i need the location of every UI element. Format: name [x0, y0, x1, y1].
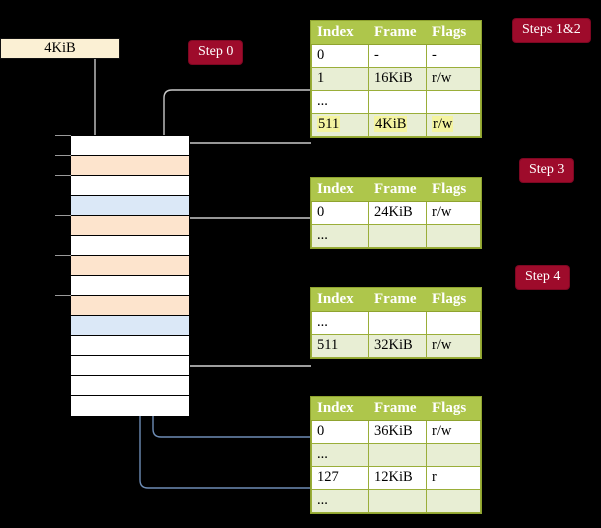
table-row: ... [311, 90, 481, 114]
virtual-page-label: 4KiB [44, 40, 76, 56]
memory-frame-row [71, 316, 189, 336]
highlighted-value: r/w [432, 116, 454, 132]
table-cell-flags [426, 443, 481, 467]
table-header-index: Index [311, 178, 369, 202]
wire-511-to-mem [174, 142, 311, 156]
table-cell-flags: r/w [426, 113, 481, 137]
memory-frame-row [71, 196, 189, 216]
table-cell-frame [368, 311, 427, 335]
table-cell-frame [368, 90, 427, 114]
table-cell-index: 511 [311, 113, 369, 137]
memory-frame-row [71, 336, 189, 356]
table-cell-index: 0 [311, 201, 369, 225]
table-row: ... [311, 311, 481, 335]
memory-frame-row [71, 256, 189, 276]
table-cell-index: 0 [311, 44, 369, 68]
table-cell-frame: 16KiB [368, 67, 427, 91]
highlighted-value: 511 [317, 116, 341, 132]
memory-frame-row [71, 296, 189, 316]
table-cell-index: ... [311, 224, 369, 248]
physical-memory-column [70, 135, 190, 416]
table-header-flags: Flags [426, 178, 481, 202]
table-cell-index: ... [311, 443, 369, 467]
table-header-flags: Flags [426, 21, 481, 45]
table-cell-frame: 32KiB [368, 334, 427, 358]
table-cell-flags: r/w [426, 67, 481, 91]
table-row: ... [311, 443, 481, 467]
table-cell-index: ... [311, 489, 369, 513]
memory-row-tick [55, 215, 71, 216]
table-cell-index: 1 [311, 67, 369, 91]
table-cell-frame: - [368, 44, 427, 68]
table-cell-flags [426, 489, 481, 513]
memory-frame-row [71, 216, 189, 236]
table-cell-frame [368, 489, 427, 513]
virtual-page-box: 4KiB [0, 38, 120, 59]
wire-step3 [174, 217, 311, 256]
step-badge-steps12: Steps 1&2 [513, 19, 590, 42]
table-cell-flags [426, 90, 481, 114]
table-cell-frame: 24KiB [368, 201, 427, 225]
memory-frame-row [71, 136, 189, 156]
table-cell-frame: 12KiB [368, 466, 427, 490]
memory-row-tick [55, 135, 71, 136]
memory-frame-row [71, 236, 189, 256]
table-cell-flags [426, 311, 481, 335]
memory-frame-row [71, 396, 189, 416]
memory-frame-row [71, 376, 189, 396]
memory-frame-row [71, 276, 189, 296]
table-header-flags: Flags [426, 397, 481, 421]
table-cell-frame: 36KiB [368, 420, 427, 444]
table-row: ... [311, 489, 481, 513]
table-cell-flags: r [426, 466, 481, 490]
memory-row-tick [55, 255, 71, 256]
table-row: 0-- [311, 44, 481, 68]
table-header-flags: Flags [426, 288, 481, 312]
table-header-index: Index [311, 288, 369, 312]
table-header-frame: Frame [368, 178, 427, 202]
table-row: 511 4KiB r/w [311, 113, 481, 137]
step-badge-step3: Step 3 [520, 159, 574, 182]
table-cell-flags: r/w [426, 420, 481, 444]
table-header-frame: Frame [368, 288, 427, 312]
table-header-frame: Frame [368, 397, 427, 421]
memory-row-tick [55, 155, 71, 156]
memory-row-tick [55, 295, 71, 296]
step-badge-step4: Step 4 [516, 266, 570, 289]
memory-row-tick [55, 175, 71, 176]
memory-frame-row [71, 156, 189, 176]
table-cell-index: ... [311, 90, 369, 114]
table-cell-flags: - [426, 44, 481, 68]
table-cell-frame [368, 224, 427, 248]
table-cell-flags: r/w [426, 201, 481, 225]
table-cell-index: 127 [311, 466, 369, 490]
table-cell-flags: r/w [426, 334, 481, 358]
table-cell-index: 511 [311, 334, 369, 358]
memory-frame-row [71, 356, 189, 376]
table-cell-index: ... [311, 311, 369, 335]
table-cell-flags [426, 224, 481, 248]
step-badge-step0: Step 0 [189, 41, 243, 64]
highlighted-value: 4KiB [374, 116, 408, 132]
table-header-index: Index [311, 21, 369, 45]
table-cell-frame [368, 443, 427, 467]
table-row: ... [311, 224, 481, 248]
table-header-index: Index [311, 397, 369, 421]
table-cell-frame: 4KiB [368, 113, 427, 137]
table-cell-index: 0 [311, 420, 369, 444]
memory-frame-row [71, 176, 189, 196]
table-header-frame: Frame [368, 21, 427, 45]
